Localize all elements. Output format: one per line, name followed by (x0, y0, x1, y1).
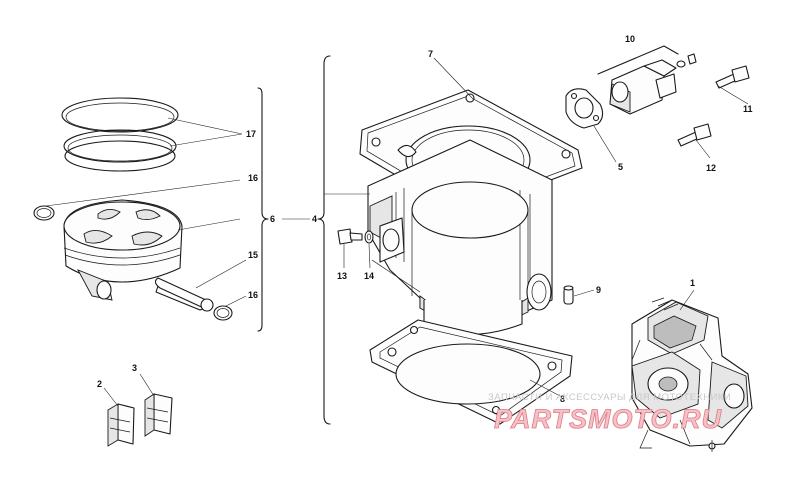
callout-7: 7 (428, 49, 433, 59)
callout-1: 1 (690, 278, 695, 288)
watermark-tagline: ЗАПЧАСТИ И АКСЕССУАРЫ ДЛЯ МОТОТЕХНИКИ (488, 392, 731, 403)
bracket-tensioner-group (597, 45, 679, 75)
bolt-12[interactable] (677, 123, 712, 147)
washer-14[interactable] (364, 230, 374, 244)
dowel-pin[interactable] (563, 285, 574, 305)
tensioner-screw[interactable] (676, 53, 697, 68)
bracket-piston-group (257, 87, 269, 332)
leader-lines (45, 57, 749, 407)
callout-16-lower: 16 (248, 290, 258, 300)
callout-11: 11 (743, 104, 753, 114)
callout-17: 17 (246, 129, 256, 139)
shim-part-3[interactable] (144, 393, 173, 437)
circlip-upper[interactable] (33, 205, 55, 221)
piston[interactable] (63, 199, 183, 301)
engine-assembly[interactable] (631, 297, 753, 452)
shim-part-2[interactable] (107, 403, 135, 447)
callout-4: 4 (312, 214, 317, 224)
callout-15: 15 (248, 250, 258, 260)
callout-16-upper: 16 (248, 173, 258, 183)
callout-8: 8 (560, 394, 565, 404)
callout-2: 2 (97, 379, 102, 389)
cylinder[interactable] (367, 139, 553, 336)
callout-6: 6 (270, 214, 275, 224)
chain-tensioner[interactable] (609, 59, 677, 115)
watermark-logo-text: PARTSMOTO.RU (494, 404, 723, 434)
callout-14: 14 (364, 271, 374, 281)
piston-rings[interactable] (61, 97, 179, 172)
callout-13: 13 (337, 271, 347, 281)
base-gasket[interactable] (369, 319, 573, 425)
bolt-11[interactable] (715, 65, 750, 89)
callout-12: 12 (706, 163, 716, 173)
piston-pin[interactable] (154, 277, 214, 312)
bolt-13[interactable] (337, 228, 363, 245)
callout-9: 9 (596, 285, 601, 295)
tensioner-gasket[interactable] (565, 88, 604, 129)
callout-labels: 1 2 3 4 5 6 7 8 9 10 11 12 13 14 15 16 1… (97, 34, 753, 404)
callout-5: 5 (618, 162, 623, 172)
callout-10: 10 (625, 34, 635, 44)
bracket-cylinder-group (317, 55, 331, 425)
watermark: ЗАПЧАСТИ И АКСЕССУАРЫ ДЛЯ МОТОТЕХНИКИ PA… (488, 392, 731, 434)
callout-3: 3 (132, 363, 137, 373)
circlip-lower[interactable] (213, 305, 233, 321)
